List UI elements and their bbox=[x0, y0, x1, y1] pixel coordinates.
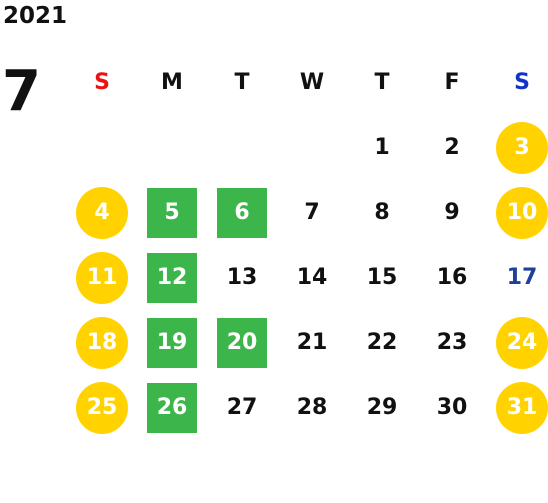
event-day-number: 5 bbox=[147, 187, 197, 238]
day-cell[interactable]: 28 bbox=[277, 375, 347, 440]
weekday-header: T bbox=[234, 70, 250, 95]
day-cell[interactable]: 21 bbox=[277, 310, 347, 375]
year-label: 2021 bbox=[3, 3, 68, 29]
day-cell[interactable]: 3 bbox=[487, 115, 548, 180]
month-label: 7 bbox=[2, 59, 41, 124]
day-number: 14 bbox=[296, 265, 328, 290]
day-number: 13 bbox=[226, 265, 258, 290]
event-day-number: 20 bbox=[217, 317, 267, 368]
day-cell[interactable]: 17 bbox=[487, 245, 548, 310]
day-cell[interactable]: 22 bbox=[347, 310, 417, 375]
day-number: 29 bbox=[366, 395, 398, 420]
day-number: 8 bbox=[374, 200, 390, 225]
day-cell[interactable]: 4 bbox=[67, 180, 137, 245]
day-number: 17 bbox=[506, 265, 538, 290]
weekday-header: W bbox=[299, 70, 325, 95]
day-cell[interactable]: 2 bbox=[417, 115, 487, 180]
day-cell[interactable]: 8 bbox=[347, 180, 417, 245]
holiday-day-number: 4 bbox=[76, 186, 128, 239]
day-cell bbox=[137, 115, 207, 180]
day-number: 23 bbox=[436, 330, 468, 355]
weekday-header: S bbox=[514, 70, 530, 95]
event-day-number: 12 bbox=[147, 252, 197, 303]
weekday-header: F bbox=[444, 70, 460, 95]
day-cell[interactable]: 23 bbox=[417, 310, 487, 375]
holiday-day-number: 3 bbox=[496, 121, 548, 174]
day-cell[interactable]: 6 bbox=[207, 180, 277, 245]
week-row: 11 12 13 14 15 16 17 bbox=[67, 245, 548, 310]
day-cell[interactable]: 19 bbox=[137, 310, 207, 375]
day-cell[interactable]: 27 bbox=[207, 375, 277, 440]
day-number: 15 bbox=[366, 265, 398, 290]
day-number: 7 bbox=[304, 200, 320, 225]
day-cell[interactable]: 9 bbox=[417, 180, 487, 245]
day-cell[interactable]: 12 bbox=[137, 245, 207, 310]
holiday-day-number: 31 bbox=[496, 381, 548, 434]
event-day-number: 26 bbox=[147, 382, 197, 433]
day-cell[interactable]: 14 bbox=[277, 245, 347, 310]
day-cell[interactable]: 13 bbox=[207, 245, 277, 310]
holiday-day-number: 25 bbox=[76, 381, 128, 434]
day-cell[interactable]: 30 bbox=[417, 375, 487, 440]
week-row: 25 26 27 28 29 30 31 bbox=[67, 375, 548, 440]
week-row: 1 2 3 bbox=[67, 115, 548, 180]
day-cell[interactable]: 29 bbox=[347, 375, 417, 440]
week-row: 18 19 20 21 22 23 24 bbox=[67, 310, 548, 375]
day-number: 16 bbox=[436, 265, 468, 290]
weekday-header: S bbox=[94, 70, 110, 95]
day-cell[interactable]: 25 bbox=[67, 375, 137, 440]
day-cell[interactable]: 1 bbox=[347, 115, 417, 180]
day-cell[interactable]: 7 bbox=[277, 180, 347, 245]
day-cell[interactable]: 10 bbox=[487, 180, 548, 245]
day-cell[interactable]: 20 bbox=[207, 310, 277, 375]
day-number: 30 bbox=[436, 395, 468, 420]
event-day-number: 6 bbox=[217, 187, 267, 238]
weekday-header: M bbox=[161, 70, 183, 95]
day-number: 9 bbox=[444, 200, 460, 225]
event-day-number: 19 bbox=[147, 317, 197, 368]
day-cell[interactable]: 18 bbox=[67, 310, 137, 375]
day-cell bbox=[67, 115, 137, 180]
day-cell[interactable]: 16 bbox=[417, 245, 487, 310]
day-cell[interactable]: 11 bbox=[67, 245, 137, 310]
holiday-day-number: 24 bbox=[496, 316, 548, 369]
day-cell bbox=[277, 115, 347, 180]
day-cell bbox=[207, 115, 277, 180]
day-number: 2 bbox=[444, 135, 460, 160]
day-cell[interactable]: 26 bbox=[137, 375, 207, 440]
weekday-header: T bbox=[374, 70, 390, 95]
day-cell[interactable]: 31 bbox=[487, 375, 548, 440]
day-cell[interactable]: 15 bbox=[347, 245, 417, 310]
day-number: 22 bbox=[366, 330, 398, 355]
day-number: 21 bbox=[296, 330, 328, 355]
day-cell[interactable]: 24 bbox=[487, 310, 548, 375]
holiday-day-number: 10 bbox=[496, 186, 548, 239]
holiday-day-number: 11 bbox=[76, 251, 128, 304]
day-number: 27 bbox=[226, 395, 258, 420]
holiday-day-number: 18 bbox=[76, 316, 128, 369]
day-number: 28 bbox=[296, 395, 328, 420]
day-cell[interactable]: 5 bbox=[137, 180, 207, 245]
day-number: 1 bbox=[374, 135, 390, 160]
